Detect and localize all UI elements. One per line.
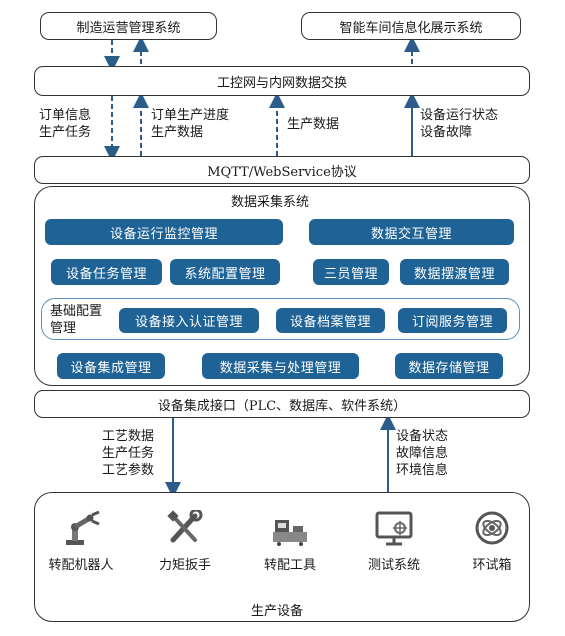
production-data-label: 生产数据: [287, 117, 340, 132]
display-system-label: 智能车间信息化展示系统: [339, 20, 483, 36]
device-test-system: 测试系统: [349, 510, 439, 573]
device-monitoring-button[interactable]: 设备运行监控管理: [45, 219, 283, 245]
acquisition-system-title: 数据采集系统: [231, 195, 310, 210]
basic-config-label: 基础配置 管理: [50, 304, 103, 336]
subscription-service-button[interactable]: 订阅服务管理: [398, 308, 507, 333]
data-collection-processing-button[interactable]: 数据采集与处理管理: [202, 353, 359, 379]
data-storage-button[interactable]: 数据存储管理: [395, 353, 503, 379]
toolbox-icon: [273, 520, 307, 546]
protocol-label: MQTT/WebService协议: [207, 164, 357, 180]
device-env-chamber: 环试箱: [447, 510, 537, 573]
mom-system-label: 制造运营管理系统: [76, 20, 181, 36]
monitor-test-icon: [375, 511, 413, 546]
system-config-button[interactable]: 系统配置管理: [170, 259, 280, 285]
device-torque-wrench: 力矩扳手: [140, 510, 230, 573]
process-data-label: 工艺数据 生产任务 工艺参数: [102, 429, 155, 478]
order-progress-label: 订单生产进度 生产数据: [151, 108, 230, 140]
device-access-auth-button[interactable]: 设备接入认证管理: [119, 308, 259, 333]
production-equipment-title: 生产设备: [251, 604, 304, 619]
device-archive-button[interactable]: 设备档案管理: [276, 308, 385, 333]
device-torque-wrench-label: 力矩扳手: [158, 558, 211, 573]
environment-chamber-icon: [475, 511, 509, 545]
data-interaction-button[interactable]: 数据交互管理: [309, 219, 514, 245]
device-robot-label: 转配机器人: [48, 558, 114, 573]
robot-arm-icon: [66, 510, 100, 545]
production-equipment-box: [34, 492, 530, 622]
device-robot: 转配机器人: [36, 510, 126, 573]
mom-system-box: 制造运营管理系统: [40, 12, 217, 40]
network-exchange-label: 工控网与内网数据交换: [216, 75, 347, 91]
display-system-box: 智能车间信息化展示系统: [301, 12, 521, 40]
protocol-box: MQTT/WebService协议: [34, 156, 530, 184]
device-assembly-tool: 转配工具: [245, 510, 335, 573]
device-status-label: 设备运行状态 设备故障: [420, 108, 499, 140]
device-integration-button[interactable]: 设备集成管理: [57, 353, 165, 379]
wrench-screwdriver-icon: [167, 510, 203, 543]
status-info-label: 设备状态 故障信息 环境信息: [396, 429, 449, 478]
three-roles-button[interactable]: 三员管理: [313, 259, 389, 285]
order-info-label: 订单信息 生产任务: [39, 108, 92, 140]
network-exchange-box: 工控网与内网数据交换: [34, 66, 530, 96]
device-env-chamber-label: 环试箱: [472, 558, 512, 573]
device-assembly-tool-label: 转配工具: [263, 558, 316, 573]
integration-interface-label: 设备集成接口（PLC、数据库、软件系统）: [157, 398, 407, 414]
device-test-system-label: 测试系统: [367, 558, 420, 573]
device-task-button[interactable]: 设备任务管理: [51, 259, 162, 285]
integration-interface-box: 设备集成接口（PLC、数据库、软件系统）: [34, 390, 530, 418]
data-ferry-button[interactable]: 数据摆渡管理: [400, 259, 509, 285]
